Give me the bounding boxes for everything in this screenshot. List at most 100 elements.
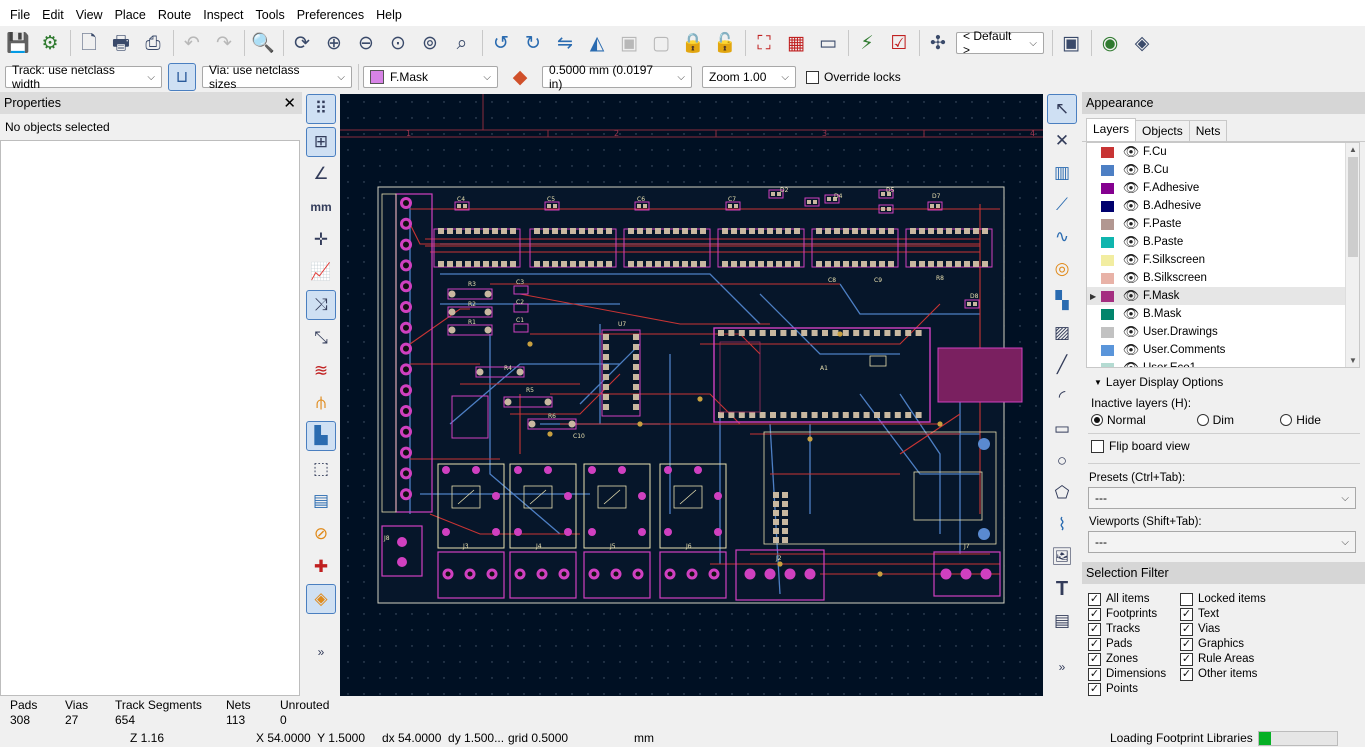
filter-rule-areas-checkbox[interactable] [1180,652,1193,666]
tune-length-icon[interactable]: ∿ [1054,227,1070,246]
layer-row-f-adhesive[interactable]: 👁F.Adhesive [1087,179,1359,197]
plot-icon[interactable]: ⎙ [145,32,161,54]
override-locks-checkbox[interactable] [806,70,819,84]
layer-color-swatch[interactable] [1101,344,1114,356]
layer-pair-icon[interactable]: ✣ [930,32,946,54]
override-locks-option[interactable]: Override locks [806,70,901,84]
inactive-option-dim[interactable]: Dim [1196,413,1281,427]
route-track-icon[interactable]: ⟋ [1056,195,1068,214]
layer-color-swatch[interactable] [1101,164,1114,176]
filter-footprints-checkbox[interactable] [1088,607,1101,621]
via-display-icon[interactable]: ⊘ [313,523,329,543]
add-text-icon[interactable]: T [1055,577,1069,600]
zone-outline-icon[interactable]: ⬚ [312,458,330,478]
local-ratsnest-icon[interactable]: ✕ [1054,131,1070,150]
layer-color-swatch[interactable] [1101,200,1114,212]
terminal-icon[interactable]: ▣ [1062,32,1080,54]
scripting-icon[interactable]: ⚡ [860,32,874,54]
filter-locked-items-checkbox[interactable] [1180,592,1193,606]
eye-icon[interactable]: 👁 [1122,270,1140,285]
layer-pair-select-icon[interactable]: ◆ [512,66,528,88]
eye-icon[interactable]: 👁 [1122,234,1140,249]
units-mm-icon[interactable]: mm [310,200,332,215]
filter-footprints[interactable]: Footprints [1088,607,1180,621]
eye-icon[interactable]: 👁 [1122,306,1140,321]
expand-icon[interactable]: » [317,645,325,659]
zoom-select[interactable]: Zoom 1.00⌵ [702,66,796,88]
auto-track-width-icon[interactable]: ⊔ [168,63,196,91]
filter-zones[interactable]: Zones [1088,652,1180,666]
inactive-normal-radio[interactable] [1091,414,1103,426]
draw-bezier-icon[interactable]: ⌇ [1057,515,1067,534]
netlist-icon[interactable]: ⛶ [757,32,771,54]
layer-row-user-comments[interactable]: 👁User.Comments [1087,341,1359,359]
plugin-icon-2[interactable]: ◈ [1134,32,1150,54]
rule-area-icon[interactable]: ▨ [1053,323,1071,342]
preset-select[interactable]: < Default >⌵ [956,29,1044,57]
filter-tracks[interactable]: Tracks [1088,622,1180,636]
eye-icon[interactable]: 👁 [1122,198,1140,213]
filled-zones-icon[interactable]: ▙ [306,420,336,451]
layer-color-swatch[interactable] [1101,254,1114,266]
scroll-down-icon[interactable]: ▼ [1349,356,1357,365]
add-via-icon[interactable]: ◎ [1054,259,1070,278]
draw-circle-icon[interactable]: ○ [1056,451,1068,470]
track-clearance-icon[interactable]: ⫛ [315,393,327,413]
cursor-style-icon[interactable]: ✛ [313,229,329,249]
rotate-cw-icon[interactable]: ↻ [525,32,541,54]
pad-display-icon[interactable]: ▤ [312,491,330,511]
draw-line-icon[interactable]: ╱ [1056,355,1068,374]
layer-row-b-cu[interactable]: 👁B.Cu [1087,161,1359,179]
board-setup-icon[interactable]: ⚙ [41,32,59,54]
refresh-icon[interactable]: ⟳ [294,32,310,54]
expand-icon[interactable]: » [1058,660,1066,674]
eye-icon[interactable]: 👁 [1122,324,1140,339]
via-size-select[interactable]: Via: use netclass sizes⌵ [202,63,352,91]
tab-layers[interactable]: Layers [1086,118,1137,141]
layers-manager-icon[interactable]: ◈ [306,584,336,615]
filter-vias[interactable]: Vias [1180,622,1300,636]
layer-row-user-eco1[interactable]: 👁User.Eco1 [1087,359,1359,367]
layer-color-swatch[interactable] [1101,146,1114,158]
scroll-up-icon[interactable]: ▲ [1349,145,1357,154]
layers-scrollbar[interactable]: ▲ ▼ [1345,143,1359,367]
close-icon[interactable]: ✕ [283,95,296,112]
menu-view[interactable]: View [75,8,103,22]
layer-row-f-silkscreen[interactable]: 👁F.Silkscreen [1087,251,1359,269]
zoom-selection-icon[interactable]: ⌕ [456,32,468,54]
menu-preferences[interactable]: Preferences [296,8,365,22]
inactive-hide-radio[interactable] [1280,414,1293,426]
menu-tools[interactable]: Tools [255,8,285,22]
flip-board-option[interactable]: Flip board view [1088,439,1360,453]
plugin-icon-1[interactable]: ◉ [1101,32,1119,54]
menu-edit[interactable]: Edit [42,8,64,22]
filter-other-items-checkbox[interactable] [1180,667,1193,681]
redo-icon[interactable]: ↷ [216,32,232,54]
net-highlight-icon[interactable]: ≋ [313,360,329,380]
inactive-option-hide[interactable]: Hide [1280,413,1360,427]
select-icon[interactable]: ↖ [1047,94,1077,124]
find-icon[interactable]: 🔍 [251,32,275,54]
mirror-h-icon[interactable]: ⇋ [557,32,573,54]
footprint-browser-icon[interactable]: ▭ [819,32,837,54]
add-zone-icon[interactable]: ▚ [1055,291,1069,310]
layer-color-swatch[interactable] [1101,308,1114,320]
menu-place[interactable]: Place [114,8,146,22]
ratsnest-icon[interactable]: ⤨ [306,290,336,321]
layer-row-user-drawings[interactable]: 👁User.Drawings [1087,323,1359,341]
draw-arc-icon[interactable]: ◜ [1058,387,1066,406]
filter-text[interactable]: Text [1180,607,1300,621]
filter-points[interactable]: Points [1088,682,1180,696]
curved-ratsnest-icon[interactable]: ⤡ [314,327,328,347]
print-icon[interactable]: 🖶 [112,32,130,54]
add-image-icon[interactable]: 🖼 [1051,547,1073,566]
zoom-out-icon[interactable]: ⊖ [358,32,374,54]
layer-color-swatch[interactable] [1101,236,1114,248]
menu-route[interactable]: Route [157,8,192,22]
filter-rule-areas[interactable]: Rule Areas [1180,652,1300,666]
save-icon[interactable]: 💾 [6,32,30,54]
menu-inspect[interactable]: Inspect [203,8,244,22]
eye-icon[interactable]: 👁 [1122,288,1140,303]
